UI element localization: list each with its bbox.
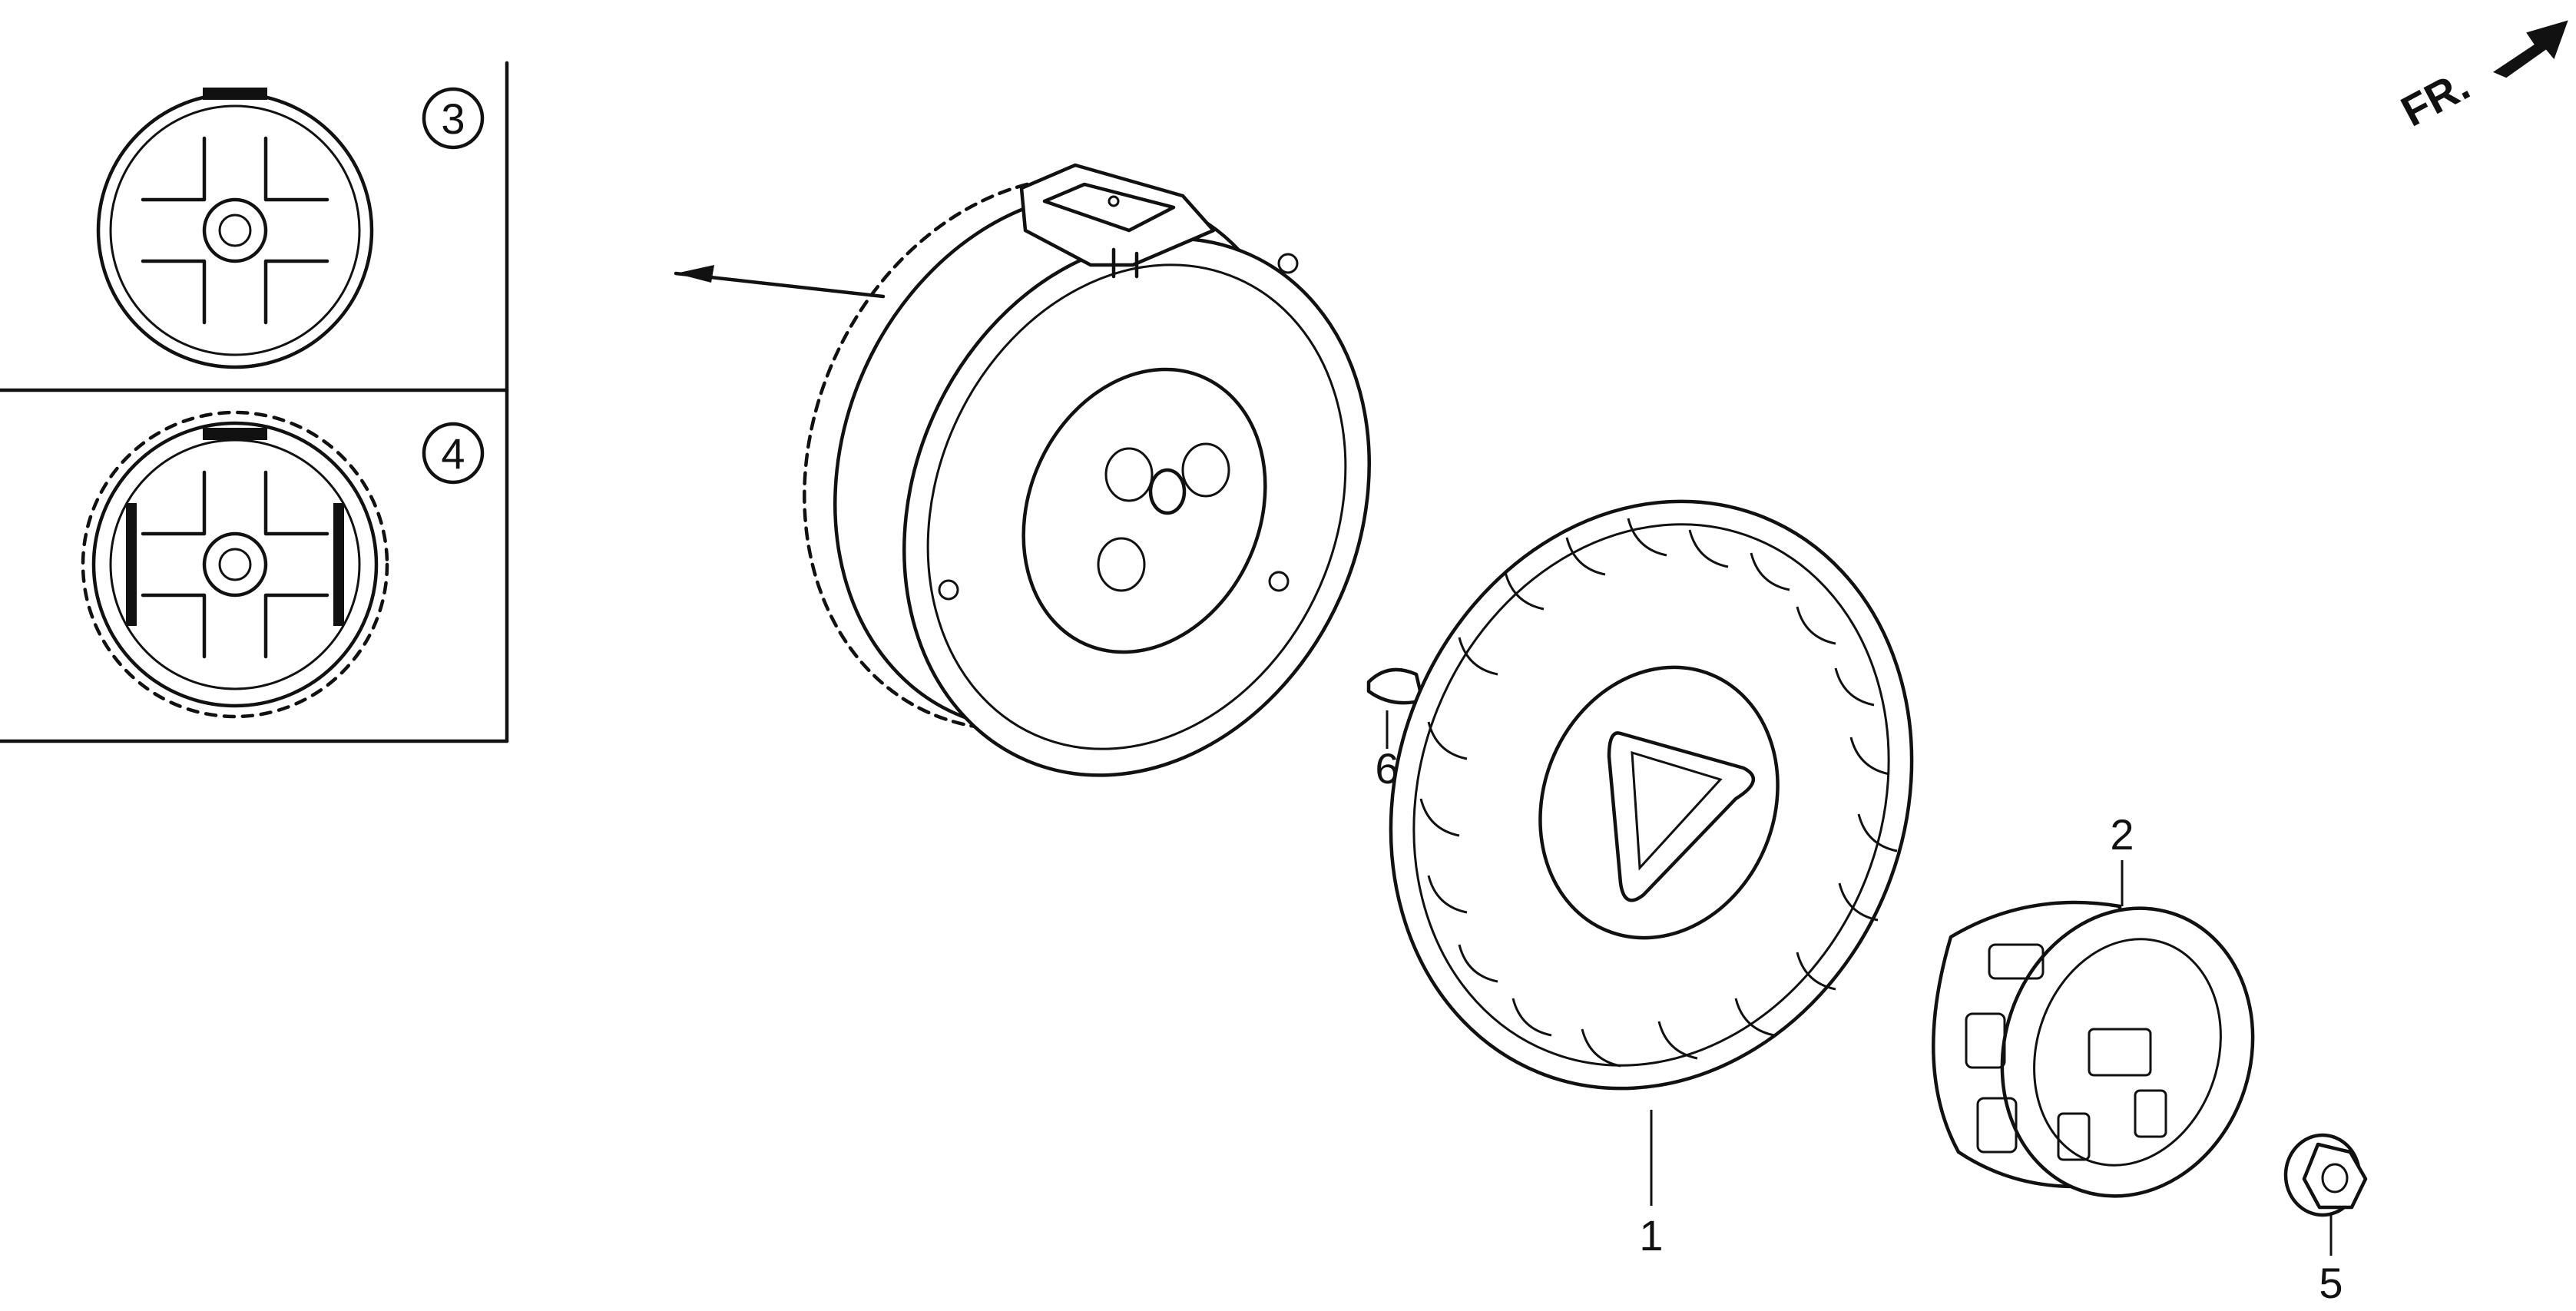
starter-pulley [1932, 900, 2255, 1198]
fan [1389, 499, 1914, 1091]
callout-5: 5 [2319, 1213, 2343, 1307]
key [1366, 667, 1425, 705]
callout-3: 3 [422, 87, 485, 150]
front-direction-indicator: FR. [2393, 20, 2568, 136]
svg-text:5: 5 [2319, 1259, 2343, 1307]
nut [2283, 1133, 2368, 1217]
svg-text:2: 2 [2110, 810, 2134, 859]
inset-flywheel-plain [96, 88, 374, 369]
inset-panels [0, 61, 509, 743]
flywheel [674, 163, 1371, 777]
callout-4: 4 [422, 422, 485, 485]
callout-1: 1 [1639, 1110, 1664, 1260]
inset-flywheel-ring-gear [81, 410, 389, 719]
svg-text:3: 3 [441, 94, 465, 143]
svg-text:FR.: FR. [2393, 61, 2477, 136]
callout-2: 2 [2110, 810, 2134, 906]
svg-text:4: 4 [441, 429, 465, 478]
svg-text:1: 1 [1639, 1211, 1663, 1260]
